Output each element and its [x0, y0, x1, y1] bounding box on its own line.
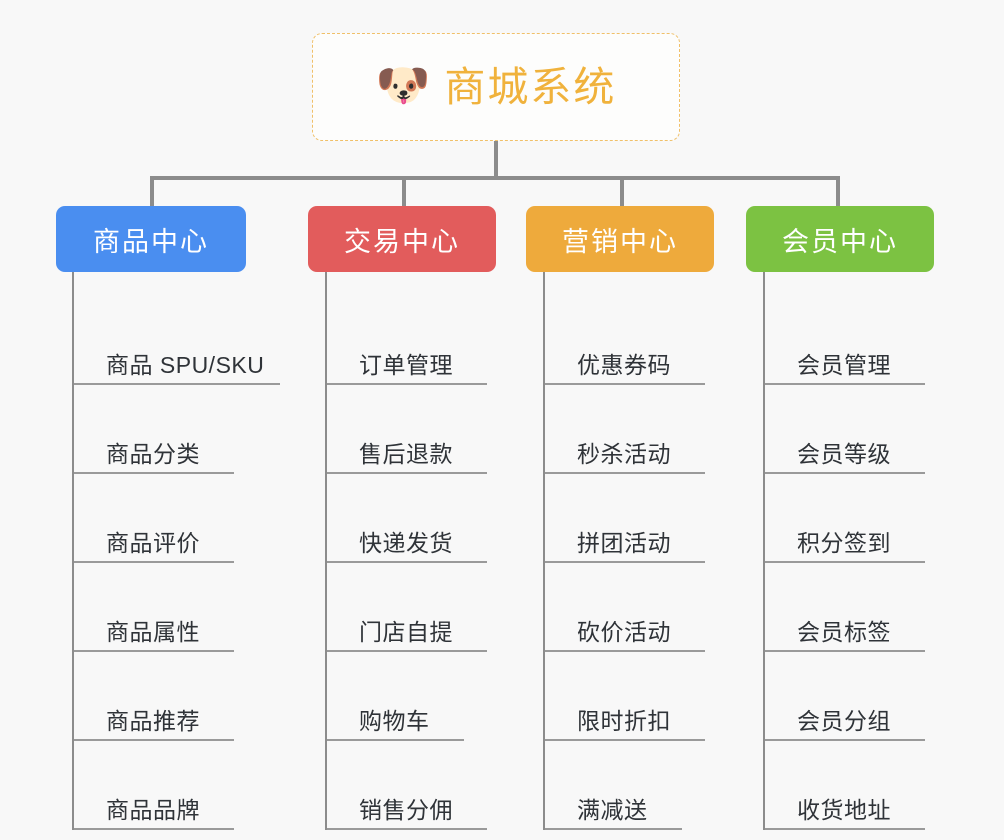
leaf-rule: [327, 739, 464, 741]
leaf-label: 积分签到: [797, 529, 891, 556]
leaf-label: 订单管理: [359, 351, 453, 378]
leaf-item[interactable]: 收货地址: [765, 741, 934, 830]
leaf-label: 商品 SPU/SKU: [106, 351, 265, 378]
leaf-label: 门店自提: [359, 618, 453, 645]
leaf-label: 商品评价: [106, 529, 200, 556]
connector-drop-4: [836, 176, 840, 208]
leaf-label: 销售分佣: [359, 796, 453, 823]
branch-column-3: 营销中心 优惠券码 秒杀活动 拼团活动 砍价活动 限时折扣: [526, 206, 714, 830]
leaf-rule: [765, 739, 925, 741]
leaf-item[interactable]: 积分签到: [765, 474, 934, 563]
leaf-item[interactable]: 优惠券码: [545, 296, 714, 385]
leaf-label: 购物车: [359, 707, 430, 734]
leaf-list-1: 商品 SPU/SKU 商品分类 商品评价 商品属性 商品推荐 商品品牌: [72, 272, 280, 830]
leaf-item[interactable]: 购物车: [327, 652, 496, 741]
leaf-rule: [74, 561, 234, 563]
connector-drop-1: [150, 176, 154, 208]
leaf-list-2: 订单管理 售后退款 快递发货 门店自提 购物车 销售分佣: [325, 272, 496, 830]
category-node-2[interactable]: 交易中心: [308, 206, 496, 272]
leaf-rule: [765, 561, 925, 563]
leaf-item[interactable]: 会员管理: [765, 296, 934, 385]
leaf-label: 秒杀活动: [577, 440, 671, 467]
category-label: 营销中心: [562, 226, 678, 257]
leaf-label: 商品分类: [106, 440, 200, 467]
leaf-label: 商品品牌: [106, 796, 200, 823]
leaf-item[interactable]: 商品属性: [74, 563, 264, 652]
leaf-rule: [765, 650, 925, 652]
connector-drop-3: [620, 176, 624, 208]
leaf-label: 会员标签: [797, 618, 891, 645]
leaf-rule: [327, 561, 487, 563]
root-node-label: 商城系统: [444, 63, 617, 110]
leaf-item[interactable]: 商品评价: [74, 474, 264, 563]
leaf-rule: [74, 383, 280, 385]
leaf-item[interactable]: 商品分类: [74, 385, 264, 474]
branch-column-2: 交易中心 订单管理 售后退款 快递发货 门店自提 购物车: [308, 206, 496, 830]
leaf-item[interactable]: 拼团活动: [545, 474, 714, 563]
category-node-4[interactable]: 会员中心: [746, 206, 934, 272]
category-label: 会员中心: [782, 226, 898, 257]
leaf-item[interactable]: 会员等级: [765, 385, 934, 474]
leaf-label: 拼团活动: [577, 529, 671, 556]
leaf-item[interactable]: 快递发货: [327, 474, 496, 563]
root-node[interactable]: 🐶 商城系统: [312, 33, 680, 141]
leaf-rule: [545, 739, 705, 741]
leaf-rule: [545, 561, 705, 563]
category-node-3[interactable]: 营销中心: [526, 206, 714, 272]
leaf-item[interactable]: 会员标签: [765, 563, 934, 652]
leaf-item[interactable]: 商品 SPU/SKU: [74, 296, 280, 385]
leaf-label: 商品属性: [106, 618, 200, 645]
leaf-rule: [765, 383, 925, 385]
leaf-item[interactable]: 门店自提: [327, 563, 496, 652]
leaf-rule: [545, 383, 705, 385]
leaf-rule: [765, 472, 925, 474]
leaf-item[interactable]: 商品推荐: [74, 652, 264, 741]
leaf-item[interactable]: 满减送: [545, 741, 714, 830]
leaf-item[interactable]: 订单管理: [327, 296, 496, 385]
leaf-rule: [74, 739, 234, 741]
leaf-label: 会员分组: [797, 707, 891, 734]
leaf-item[interactable]: 会员分组: [765, 652, 934, 741]
leaf-label: 快递发货: [359, 529, 453, 556]
leaf-label: 收货地址: [797, 796, 891, 823]
leaf-item[interactable]: 销售分佣: [327, 741, 496, 830]
leaf-label: 会员管理: [797, 351, 891, 378]
shiba-dog-face-icon: 🐶: [375, 61, 431, 110]
leaf-rule: [765, 828, 925, 830]
leaf-rule: [74, 472, 234, 474]
leaf-rule: [327, 828, 487, 830]
leaf-label: 会员等级: [797, 440, 891, 467]
leaf-rule: [327, 383, 487, 385]
leaf-rule: [545, 650, 705, 652]
leaf-list-4: 会员管理 会员等级 积分签到 会员标签 会员分组 收货地址: [763, 272, 934, 830]
leaf-item[interactable]: 限时折扣: [545, 652, 714, 741]
connector-horizontal-bar: [150, 176, 840, 180]
leaf-label: 优惠券码: [577, 351, 671, 378]
category-node-1[interactable]: 商品中心: [56, 206, 246, 272]
branch-column-4: 会员中心 会员管理 会员等级 积分签到 会员标签 会员分组: [746, 206, 934, 830]
leaf-item[interactable]: 砍价活动: [545, 563, 714, 652]
leaf-rule: [327, 650, 487, 652]
leaf-list-3: 优惠券码 秒杀活动 拼团活动 砍价活动 限时折扣 满减送: [543, 272, 714, 830]
leaf-item[interactable]: 商品品牌: [74, 741, 264, 830]
leaf-label: 砍价活动: [577, 618, 671, 645]
leaf-label: 售后退款: [359, 440, 453, 467]
category-label: 交易中心: [344, 226, 460, 257]
connector-root-stem: [494, 141, 498, 178]
leaf-item[interactable]: 售后退款: [327, 385, 496, 474]
leaf-label: 满减送: [577, 796, 648, 823]
leaf-rule: [545, 828, 682, 830]
category-label: 商品中心: [93, 226, 209, 257]
leaf-label: 商品推荐: [106, 707, 200, 734]
leaf-rule: [74, 650, 234, 652]
leaf-item[interactable]: 秒杀活动: [545, 385, 714, 474]
connector-drop-2: [402, 176, 406, 208]
leaf-rule: [327, 472, 487, 474]
leaf-label: 限时折扣: [577, 707, 671, 734]
leaf-rule: [545, 472, 705, 474]
leaf-rule: [74, 828, 234, 830]
branch-column-1: 商品中心 商品 SPU/SKU 商品分类 商品评价 商品属性 商品推荐: [56, 206, 280, 830]
